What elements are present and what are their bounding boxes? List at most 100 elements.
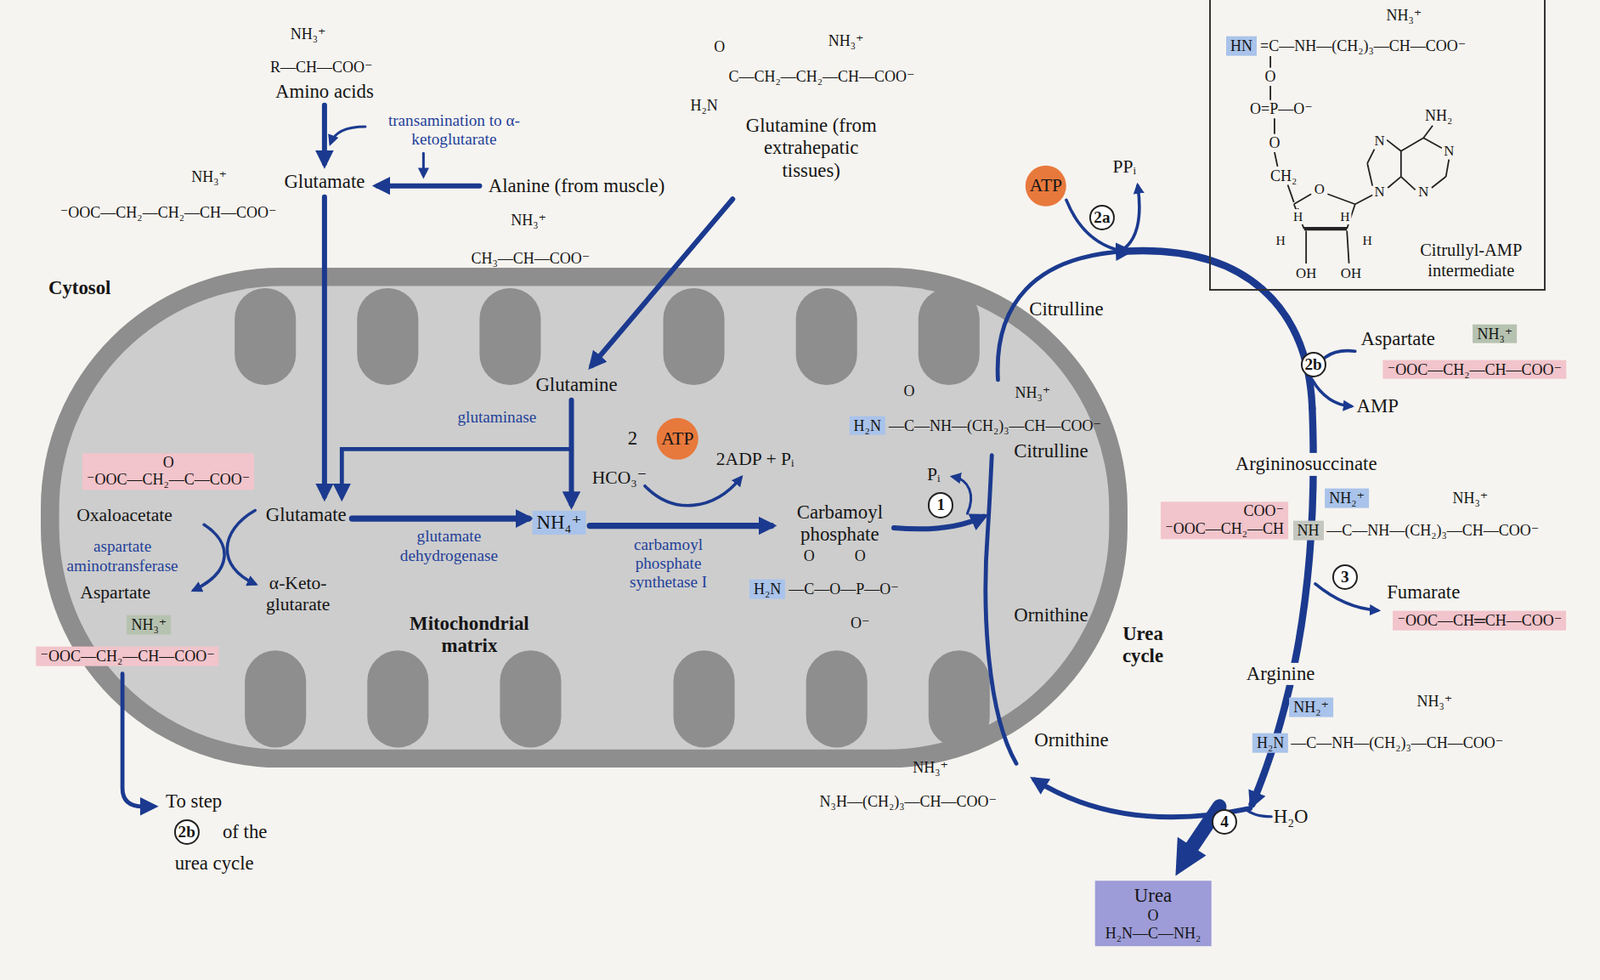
step-number: 4 bbox=[1211, 808, 1238, 835]
highlight-box: ⁻OOC—CH₂—CH—COO⁻ bbox=[35, 646, 219, 667]
formula-text: CH₂ bbox=[1268, 166, 1299, 185]
formula-text: NH₃⁺ bbox=[191, 167, 227, 186]
node-text: H₂N bbox=[753, 580, 781, 599]
enzyme-label: carbamoyl phosphate synthetase I bbox=[612, 535, 725, 592]
formula-text: NH₃⁺ bbox=[1417, 692, 1454, 711]
metabolite-label: Glutamate bbox=[265, 503, 347, 526]
formula-text: O bbox=[1263, 67, 1278, 86]
formula-text: O bbox=[903, 382, 915, 401]
node-text: ⁻OOC—CH₂—CH—COO⁻ bbox=[1387, 360, 1562, 379]
step-label: 2b bbox=[178, 822, 196, 842]
formula-text: NH₂ bbox=[1423, 106, 1454, 125]
highlight-box: ⁻OOC—CH₂—CH—COO⁻ bbox=[1383, 359, 1567, 379]
node-text: ⁻OOC—CH₂—CH bbox=[1164, 520, 1284, 538]
metabolite-label: To step bbox=[165, 790, 222, 813]
node-text: Urea bbox=[1105, 884, 1202, 907]
metabolite-label: Citrulline bbox=[1028, 298, 1103, 321]
step-number: 2b bbox=[1300, 351, 1327, 378]
node-text: NH₂⁺ bbox=[1293, 698, 1329, 717]
node-text: ATP bbox=[1029, 175, 1063, 197]
formula-text: NH₃⁺ bbox=[1014, 384, 1051, 402]
formula-text: N₃H—(CH₂)₃—CH—COO⁻ bbox=[819, 791, 997, 810]
metabolite-label: Glutamate bbox=[283, 170, 365, 193]
formula-text: NH₃⁺ bbox=[290, 24, 327, 43]
node-text: NH₄⁺ bbox=[537, 511, 583, 534]
node-text: NH bbox=[1297, 521, 1320, 540]
region-title: Mitochondrial matrix bbox=[402, 612, 536, 657]
metabolite-label: of the bbox=[222, 820, 268, 843]
highlight-box: COO⁻⁻OOC—CH₂—CH bbox=[1160, 502, 1289, 539]
metabolite-label: Amino acids bbox=[275, 80, 374, 103]
highlight-box: NH bbox=[1293, 520, 1324, 541]
formula-text: N bbox=[1441, 142, 1456, 159]
node-text: H₂N—C—NH₂ bbox=[1105, 924, 1202, 943]
metabolite-label: Glutamine bbox=[535, 373, 617, 396]
formula-text: —C—NH—(CH₂)₃—CH—COO⁻ bbox=[888, 416, 1102, 435]
node-text: H₂N bbox=[853, 416, 882, 435]
formula-text: O bbox=[854, 547, 866, 566]
formula-text: C—CH₂—CH₂—CH—COO⁻ bbox=[728, 67, 915, 86]
highlight-box: NH₂⁺ bbox=[1289, 697, 1334, 718]
metabolite-label: Glutamine (from extrahepatic tissues) bbox=[734, 114, 888, 182]
formula-text: —C—O—P—O⁻ bbox=[788, 580, 899, 599]
step-label: 2a bbox=[1093, 208, 1110, 227]
formula-text: H bbox=[1361, 232, 1374, 249]
formula-text: NH₃⁺ bbox=[1386, 6, 1423, 25]
step-number: 3 bbox=[1332, 563, 1358, 589]
metabolite-label: Arginine bbox=[1244, 661, 1318, 685]
metabolite-label: Ornithine bbox=[1013, 604, 1088, 627]
metabolite-label: 2 bbox=[627, 427, 638, 450]
enzyme-label: transamination to α-ketoglutarate bbox=[367, 110, 541, 148]
formula-text: O bbox=[1312, 181, 1327, 198]
formula-text: H₂N bbox=[689, 96, 718, 114]
node-text: HN bbox=[1230, 37, 1253, 56]
highlight-box: NH₃⁺ bbox=[1472, 323, 1517, 344]
metabolite-label: Cytosol bbox=[48, 277, 111, 300]
node-text: ⁻OOC—CH₂—C—COO⁻ bbox=[86, 471, 250, 490]
step-label: 3 bbox=[1340, 566, 1350, 586]
enzyme-label: glutaminase bbox=[457, 407, 537, 427]
formula-text: R—CH—COO⁻ bbox=[270, 58, 374, 77]
enzyme-label: glutamate dehydrogenase bbox=[377, 526, 521, 565]
formula-text: —C—NH—(CH₂)₃—CH—COO⁻ bbox=[1326, 521, 1539, 540]
step-number: 1 bbox=[927, 491, 954, 518]
formula-text: ⁻OOC—CH₂—CH₂—CH—COO⁻ bbox=[60, 203, 278, 221]
enzyme-label: aspartate aminotransferase bbox=[45, 537, 199, 575]
metabolite-label: H₂O bbox=[1273, 805, 1309, 828]
node-text: H₂N bbox=[1256, 734, 1284, 752]
highlight-box: HN bbox=[1226, 36, 1257, 57]
step-number: 2a bbox=[1089, 204, 1115, 231]
node-text: NH₂⁺ bbox=[1328, 489, 1365, 508]
step-label: 4 bbox=[1220, 812, 1229, 832]
formula-text: H bbox=[1273, 232, 1287, 249]
metabolite-label: Urea cycle bbox=[1107, 622, 1179, 668]
metabolite-label: Oxaloacetate bbox=[76, 504, 173, 526]
metabolite-label: Argininosuccinate bbox=[1233, 452, 1380, 475]
node-text: ⁻OOC—CH═CH—COO⁻ bbox=[1396, 611, 1562, 630]
metabolite-label: Aspartate bbox=[1359, 327, 1437, 351]
formula-text: NH₃⁺ bbox=[510, 211, 547, 230]
formula-text: H bbox=[1291, 209, 1305, 225]
metabolite-label: Ornithine bbox=[1034, 729, 1109, 752]
node-text: ATP bbox=[661, 428, 694, 450]
highlight-box: H₂N bbox=[849, 415, 886, 436]
formula-text: NH₃⁺ bbox=[912, 758, 949, 777]
formula-text: CH₃—CH—COO⁻ bbox=[471, 248, 591, 267]
formula-text: N bbox=[1416, 183, 1431, 200]
metabolite-label: Fumarate bbox=[1386, 580, 1460, 603]
metabolite-label: Citrulline bbox=[1013, 440, 1088, 463]
formula-text: O bbox=[713, 38, 725, 57]
formula-text: NH₃⁺ bbox=[828, 32, 865, 51]
formula-text: OH bbox=[1294, 265, 1318, 282]
formula-text: =C—NH—(CH₂)₃—CH—COO⁻ bbox=[1260, 37, 1466, 56]
metabolite-label: Alanine (from muscle) bbox=[488, 174, 666, 197]
highlight-box: O⁻OOC—CH₂—C—COO⁻ bbox=[82, 452, 255, 490]
formula-text: O bbox=[1266, 134, 1282, 153]
formula-text: NH₃⁺ bbox=[1453, 489, 1489, 508]
formula-text: O=P—O⁻ bbox=[1249, 100, 1313, 119]
formula-text: OH bbox=[1339, 265, 1363, 282]
metabolite-label: Aspartate bbox=[79, 581, 151, 603]
formula-text: O bbox=[803, 547, 815, 566]
metabolite-label: HCO₃⁻ bbox=[592, 467, 648, 489]
